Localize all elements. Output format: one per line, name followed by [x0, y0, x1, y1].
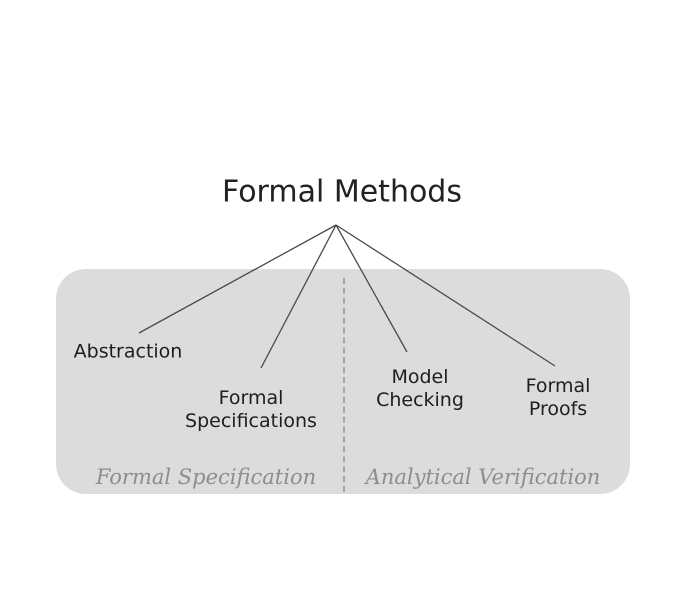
node-abstraction-line-1: Abstraction	[73, 340, 183, 363]
node-model-checking: Model Checking	[376, 366, 464, 412]
edge-root-formal-proofs	[335, 224, 556, 367]
node-formal-specifications-line-2: Specifications	[185, 410, 317, 432]
region-formal-specification	[56, 269, 344, 494]
node-formal-proofs-line-2: Proofs	[528, 398, 588, 420]
region-label-formal-specification: Formal Specification	[95, 465, 317, 489]
edge-root-abstraction	[138, 224, 337, 334]
region-divider	[343, 278, 345, 492]
node-formal-proofs: Formal Proofs	[526, 375, 591, 421]
node-model-checking-line-2: Checking	[376, 389, 464, 411]
region-analytical-verification	[344, 269, 630, 494]
edge-root-formal-specifications	[260, 224, 337, 369]
node-abstraction: Abstraction	[74, 341, 183, 364]
node-model-checking-line-1: Model	[391, 366, 449, 388]
diagram-root-title: Formal Methods	[222, 174, 462, 210]
edge-root-model-checking	[335, 224, 408, 353]
region-label-analytical-verification: Analytical Verification	[365, 465, 601, 489]
node-formal-specifications-line-1: Formal	[218, 387, 284, 409]
node-formal-proofs-line-1: Formal	[525, 375, 591, 397]
node-formal-specifications: Formal Specifications	[185, 387, 317, 433]
